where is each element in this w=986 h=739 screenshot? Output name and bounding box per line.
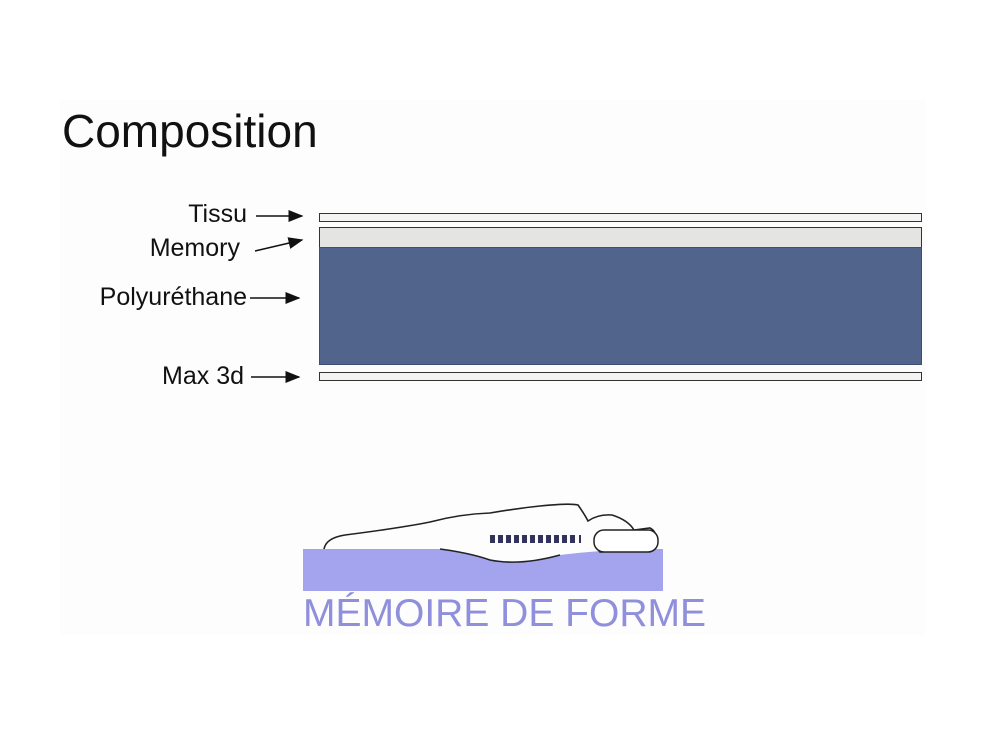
pillow (593, 529, 659, 553)
label-max3d: Max 3d (162, 362, 244, 390)
label-memory: Memory (149, 234, 240, 262)
label-polyurethane: Polyuréthane (99, 283, 247, 311)
diagram-panel (60, 100, 926, 635)
logo-text: MÉMOIRE DE FORME (303, 592, 707, 635)
foam-block (303, 549, 663, 591)
label-tissu: Tissu (188, 200, 247, 228)
page-title: Composition (62, 105, 318, 157)
layer-tissu (319, 213, 922, 222)
spine-icon (490, 535, 581, 543)
layer-polyurethane (319, 247, 922, 365)
arrow-memory (254, 237, 304, 252)
layer-max3d (319, 372, 922, 381)
layer-memory (319, 227, 922, 248)
